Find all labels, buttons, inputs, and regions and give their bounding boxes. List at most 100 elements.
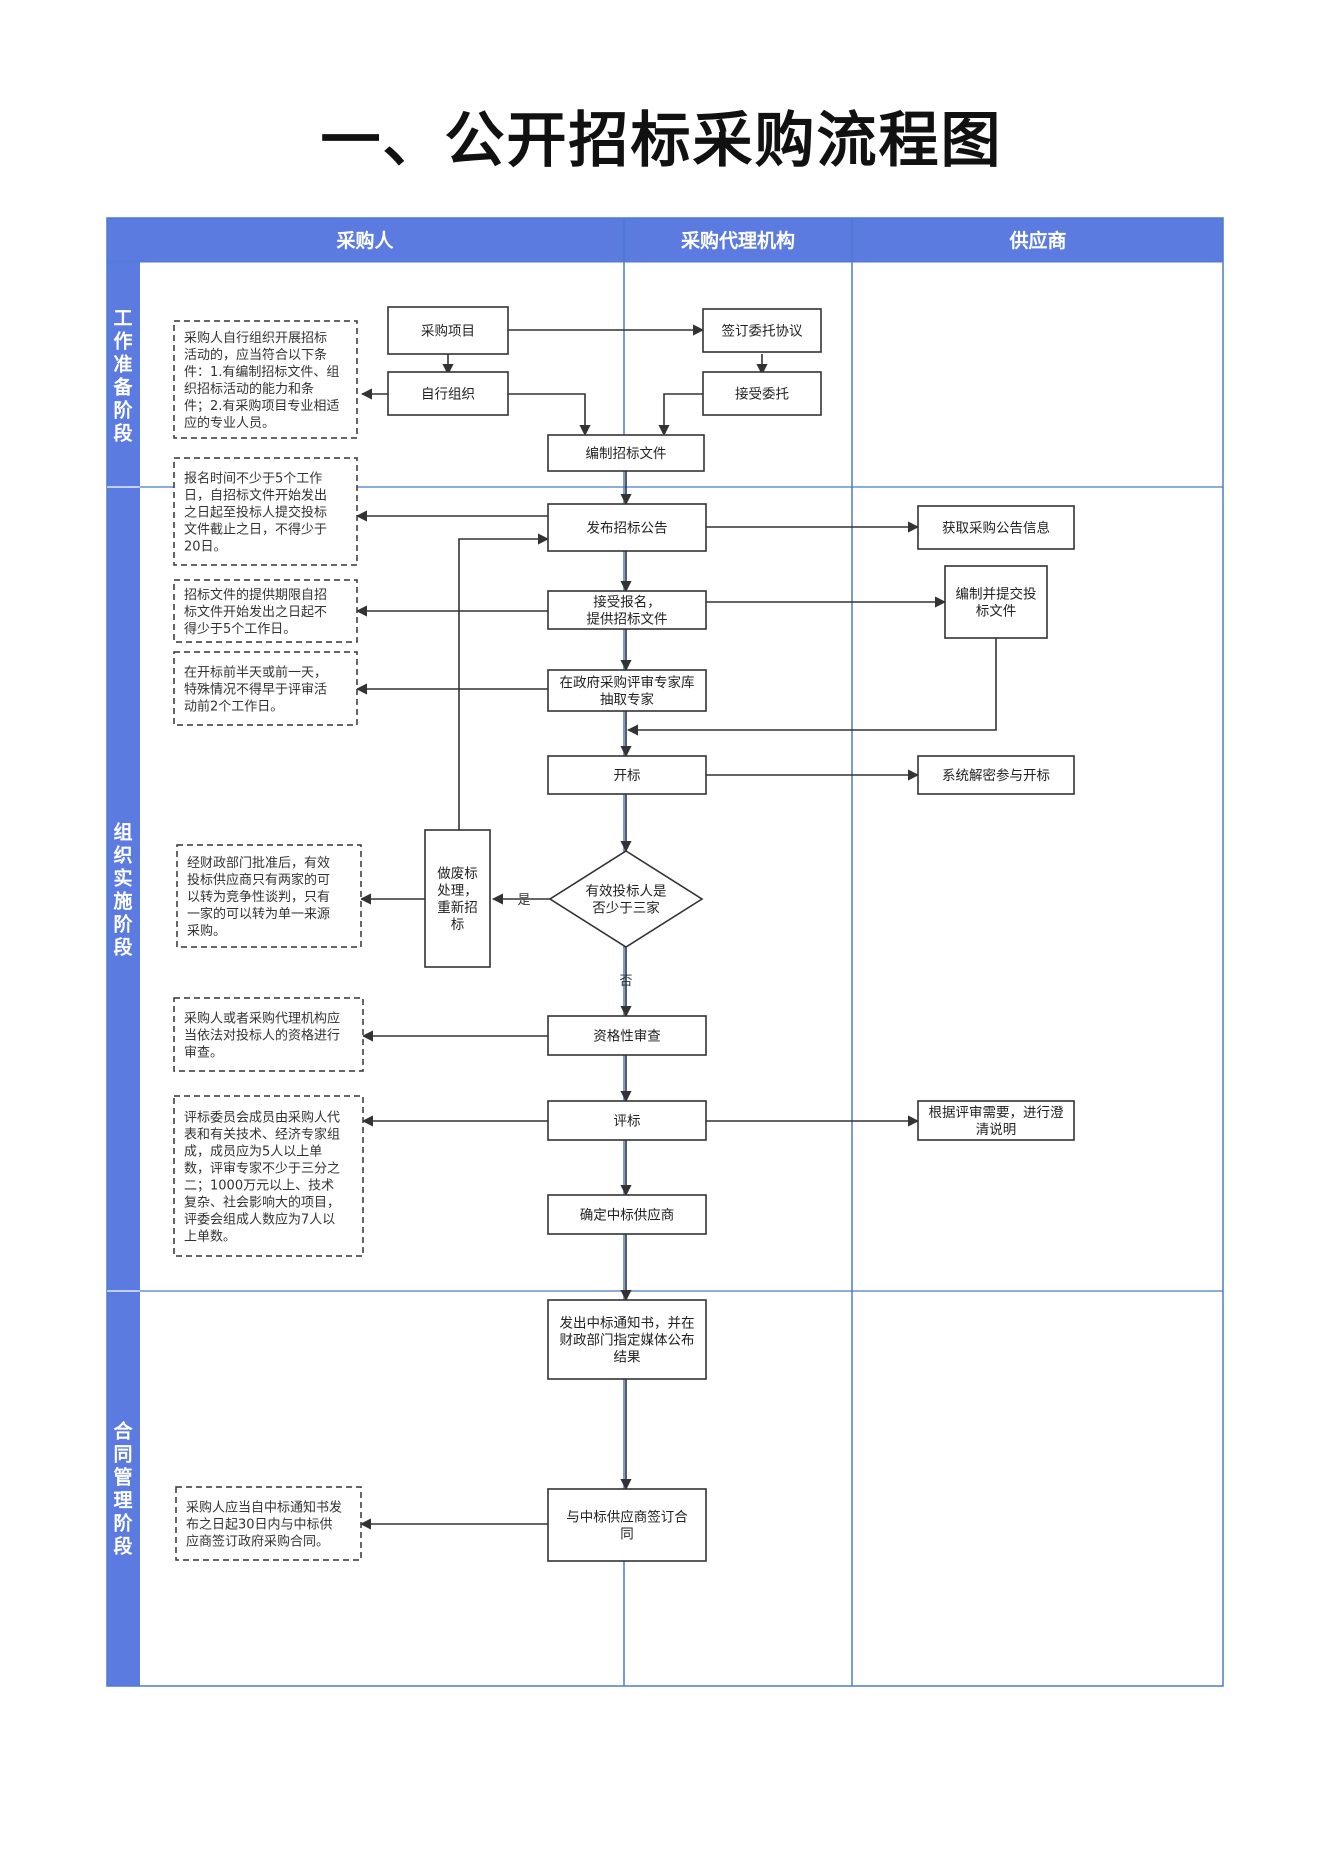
process-box-rect xyxy=(917,505,1075,550)
text-line: 采购人应当自中标通知书发 xyxy=(186,1500,342,1516)
process-box-qualify: 资格性审查 xyxy=(547,1015,707,1056)
process-box-sign: 签订委托协议 xyxy=(702,308,822,353)
process-box-publish: 发布招标公告 xyxy=(547,503,707,552)
text-line: 表和有关技术、经济专家组 xyxy=(184,1127,340,1143)
text-line: 在政府采购评审专家库 xyxy=(560,674,695,691)
text-line: 抽取专家 xyxy=(600,691,654,708)
stage-label-char: 实 xyxy=(113,867,132,890)
process-box-rect xyxy=(547,503,707,552)
process-box-rect xyxy=(547,1194,707,1235)
text-line: 评标 xyxy=(614,1114,641,1130)
text-line: 布之日起30日内与中标供 xyxy=(186,1517,333,1533)
stage-label-char: 合 xyxy=(113,1420,133,1443)
process-box-rect xyxy=(547,590,707,630)
text-line: 接受委托 xyxy=(735,386,789,403)
annotation-frame xyxy=(173,579,358,643)
annotation-frame xyxy=(173,457,358,566)
lane-header-supplier: 供应商 xyxy=(1008,229,1066,252)
process-box-decrypt: 系统解密参与开标 xyxy=(917,755,1075,795)
text-line: 结果 xyxy=(614,1350,642,1366)
text-line: 自行组织 xyxy=(421,387,475,403)
process-box-winner: 确定中标供应商 xyxy=(547,1194,707,1235)
stage-label-char: 管 xyxy=(113,1466,132,1489)
text-line: 提供招标文件 xyxy=(587,612,668,628)
text-line: 上单数。 xyxy=(184,1230,236,1245)
annotation-frame xyxy=(175,1486,362,1561)
process-box-open: 开标 xyxy=(547,755,707,795)
text-line: 采购。 xyxy=(187,923,226,939)
stage-column xyxy=(107,262,140,1686)
process-box-rect xyxy=(917,1100,1075,1141)
text-line: 同 xyxy=(620,1527,634,1543)
text-line: 获取采购公告信息 xyxy=(942,520,1050,537)
text-line: 否少于三家 xyxy=(592,900,660,917)
process-box-rect xyxy=(387,371,509,416)
text-line: 开标 xyxy=(614,768,641,784)
text-line: 处理， xyxy=(437,883,478,899)
text-line: 得少于5个工作日。 xyxy=(184,621,296,637)
process-box-rect xyxy=(702,308,822,353)
process-box-rect xyxy=(547,434,705,472)
text-line: 当依法对投标人的资格进行 xyxy=(184,1028,340,1044)
stage-label-char: 备 xyxy=(112,376,133,399)
annotation-frame xyxy=(173,651,358,726)
text-line: 采购人或者采购代理机构应 xyxy=(184,1011,340,1027)
text-line: 投标供应商只有两家的可 xyxy=(187,872,330,888)
annotation-note2: 报名时间不少于5个工作日，自招标文件开始发出之日起至投标人提交投标文件截止之日，… xyxy=(173,457,358,566)
process-box-rect xyxy=(547,1100,707,1141)
text-line: 接受报名， xyxy=(593,594,661,611)
process-box-rect xyxy=(917,755,1075,795)
edge-bidfile-return xyxy=(626,638,997,736)
text-line: 标文件开始发出之日起不 xyxy=(184,604,327,620)
text-line: 报名时间不少于5个工作 xyxy=(184,471,322,487)
text-line: 资格性审查 xyxy=(593,1029,661,1045)
text-line: 评委会组成人数应为7人以 xyxy=(184,1212,335,1228)
text-line: 一家的可以转为单一来源 xyxy=(187,906,330,922)
text-line: 特殊情况不得早于评审活 xyxy=(184,682,327,698)
annotation-note1: 采购人自行组织开展招标活动的，应当符合以下条件：1.有编制招标文件、组织招标活动… xyxy=(173,320,358,439)
process-box-getinfo: 获取采购公告信息 xyxy=(917,505,1075,550)
edge-abandon-republish xyxy=(458,533,550,830)
text-line: 采购项目 xyxy=(421,324,475,340)
notes: 采购人自行组织开展招标活动的，应当符合以下条件：1.有编制招标文件、组织招标活动… xyxy=(173,320,364,1561)
process-box-rect xyxy=(547,755,707,795)
annotation-frame xyxy=(176,844,362,948)
text-line: 评标委员会成员由采购人代 xyxy=(184,1110,340,1126)
text-line: 经财政部门批准后，有效 xyxy=(187,856,330,871)
stage-label-char: 阶 xyxy=(113,399,133,422)
text-line: 清说明 xyxy=(976,1122,1017,1138)
lane-headers: 采购人 采购代理机构 供应商 xyxy=(336,229,1066,252)
text-line: 数，评审专家不少于三分之 xyxy=(184,1161,340,1177)
text-line: 日，自招标文件开始发出 xyxy=(184,488,327,504)
process-box-rect xyxy=(702,371,822,416)
process-box-self: 自行组织 xyxy=(387,371,509,416)
edge-self-compile xyxy=(508,393,591,437)
text-line: 应商签订政府采购合同。 xyxy=(186,1534,329,1550)
stage-label-char: 工 xyxy=(113,308,132,330)
process-box-register: 接受报名，提供招标文件 xyxy=(547,590,707,630)
text-line: 应的专业人员。 xyxy=(184,415,275,431)
text-line: 标 xyxy=(451,917,465,933)
text-line: 招标文件的提供期限自招 xyxy=(184,587,327,603)
process-box-rect xyxy=(944,565,1048,639)
stage-label-char: 准 xyxy=(113,354,132,376)
text-line: 20日。 xyxy=(184,540,227,555)
annotation-frame xyxy=(173,320,358,439)
text-line: 成，成员应为5人以上单 xyxy=(184,1144,322,1160)
text-line: 之日起至投标人提交投标 xyxy=(184,505,327,521)
text-line: 与中标供应商签订合 xyxy=(566,1509,688,1526)
text-line: 二；1000万元以上、技术 xyxy=(184,1179,334,1194)
process-box-rect xyxy=(547,1299,707,1380)
text-line: 标文件 xyxy=(976,604,1017,620)
page-title: 一、公开招标采购流程图 xyxy=(320,106,1003,176)
process-box-rect xyxy=(547,1488,707,1562)
